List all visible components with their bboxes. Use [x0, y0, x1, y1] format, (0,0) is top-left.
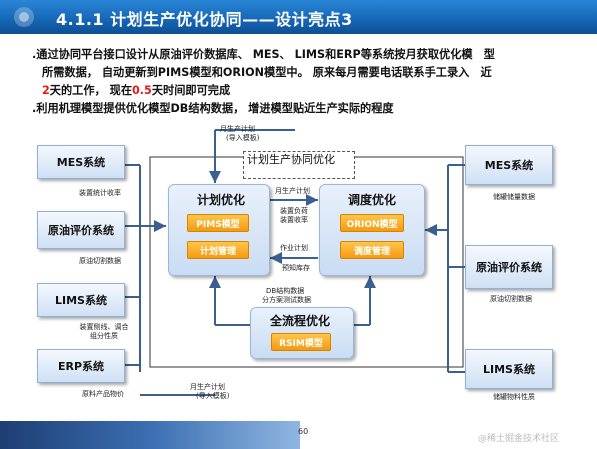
right-caption-crude: 原油切割数据	[490, 295, 532, 303]
bullet-1-line-1: .通过协同平台接口设计从原油评价数据库、 MES、 LIMS和ERP等系统按月获…	[32, 48, 495, 61]
annotation-unit-load: 装置负荷	[280, 207, 308, 215]
page-number: 60	[298, 427, 309, 436]
bullet-1-line-2: 所需数据， 自动更新到PIMS模型和ORION模型中。 原来每月需要电话联系手工…	[42, 66, 492, 79]
bullet-marker: .	[32, 102, 37, 115]
left-system-erp: ERP系统	[37, 349, 125, 383]
plan-optimization-title: 计划优化	[197, 193, 246, 207]
orion-model-button[interactable]: ORION模型	[340, 214, 404, 232]
left-system-mes: MES系统	[37, 145, 125, 179]
annotation-scheme-test: 分方案测试数据	[262, 296, 311, 304]
full-flow-optimization-title: 全流程优化	[270, 314, 331, 328]
left-system-crude: 原油评价系统	[37, 211, 125, 249]
annotation-work-plan: 作业计划	[280, 244, 308, 252]
center-label: 计划生产协同优化	[243, 151, 355, 179]
left-caption-mes: 装置统计收率	[79, 189, 121, 197]
watermark: @稀土掘金技术社区	[478, 434, 560, 444]
annotation-monthly-plan: 月生产计划	[275, 187, 310, 195]
page-title: 4.1.1 计划生产优化协同——设计亮点3	[56, 10, 353, 29]
left-system-lims: LIMS系统	[37, 283, 125, 317]
left-caption-erp: 原料产品物价	[82, 390, 124, 398]
pims-model-button[interactable]: PIMS模型	[187, 214, 249, 232]
schedule-management-button[interactable]: 调度管理	[340, 241, 404, 259]
right-caption-mes: 储罐储量数据	[493, 193, 535, 201]
title-bar: 4.1.1 计划生产优化协同——设计亮点3	[0, 0, 597, 34]
annotation-unit-yield: 装置收率	[280, 216, 308, 224]
right-system-crude: 原油评价系统	[465, 245, 553, 289]
rsim-model-button[interactable]: RSIM模型	[271, 333, 331, 351]
left-caption-crude: 原油切割数据	[79, 257, 121, 265]
annotation-top-plan: 月生产计划	[220, 125, 255, 133]
plan-management-button[interactable]: 计划管理	[187, 241, 249, 259]
annotation-bottom-plan-sub: (导入模板)	[196, 392, 230, 400]
right-system-mes: MES系统	[465, 145, 553, 185]
schedule-optimization-title: 调度优化	[348, 193, 397, 207]
footer-image-strip	[0, 421, 300, 449]
logo-icon	[4, 2, 44, 32]
bullet-2: .利用机理模型提供优化模型DB结构数据， 增进模型贴近生产实际的程度	[32, 102, 394, 115]
right-caption-lims: 储罐物料性质	[493, 393, 535, 401]
annotation-bottom-plan: 月生产计划	[190, 383, 225, 391]
annotation-db-structure: DB结构数据	[266, 287, 305, 295]
bullet-1-line-3: 2天的工作， 现在0.5天时间即可完成	[42, 84, 231, 97]
bullet-marker: .	[32, 48, 37, 61]
annotation-top-plan-sub: (导入模板)	[226, 134, 260, 142]
left-caption-lims: 装置侧线、调合组分性质	[79, 323, 129, 340]
right-system-lims: LIMS系统	[465, 349, 553, 389]
annotation-expected-stock: 预知库存	[282, 264, 310, 272]
